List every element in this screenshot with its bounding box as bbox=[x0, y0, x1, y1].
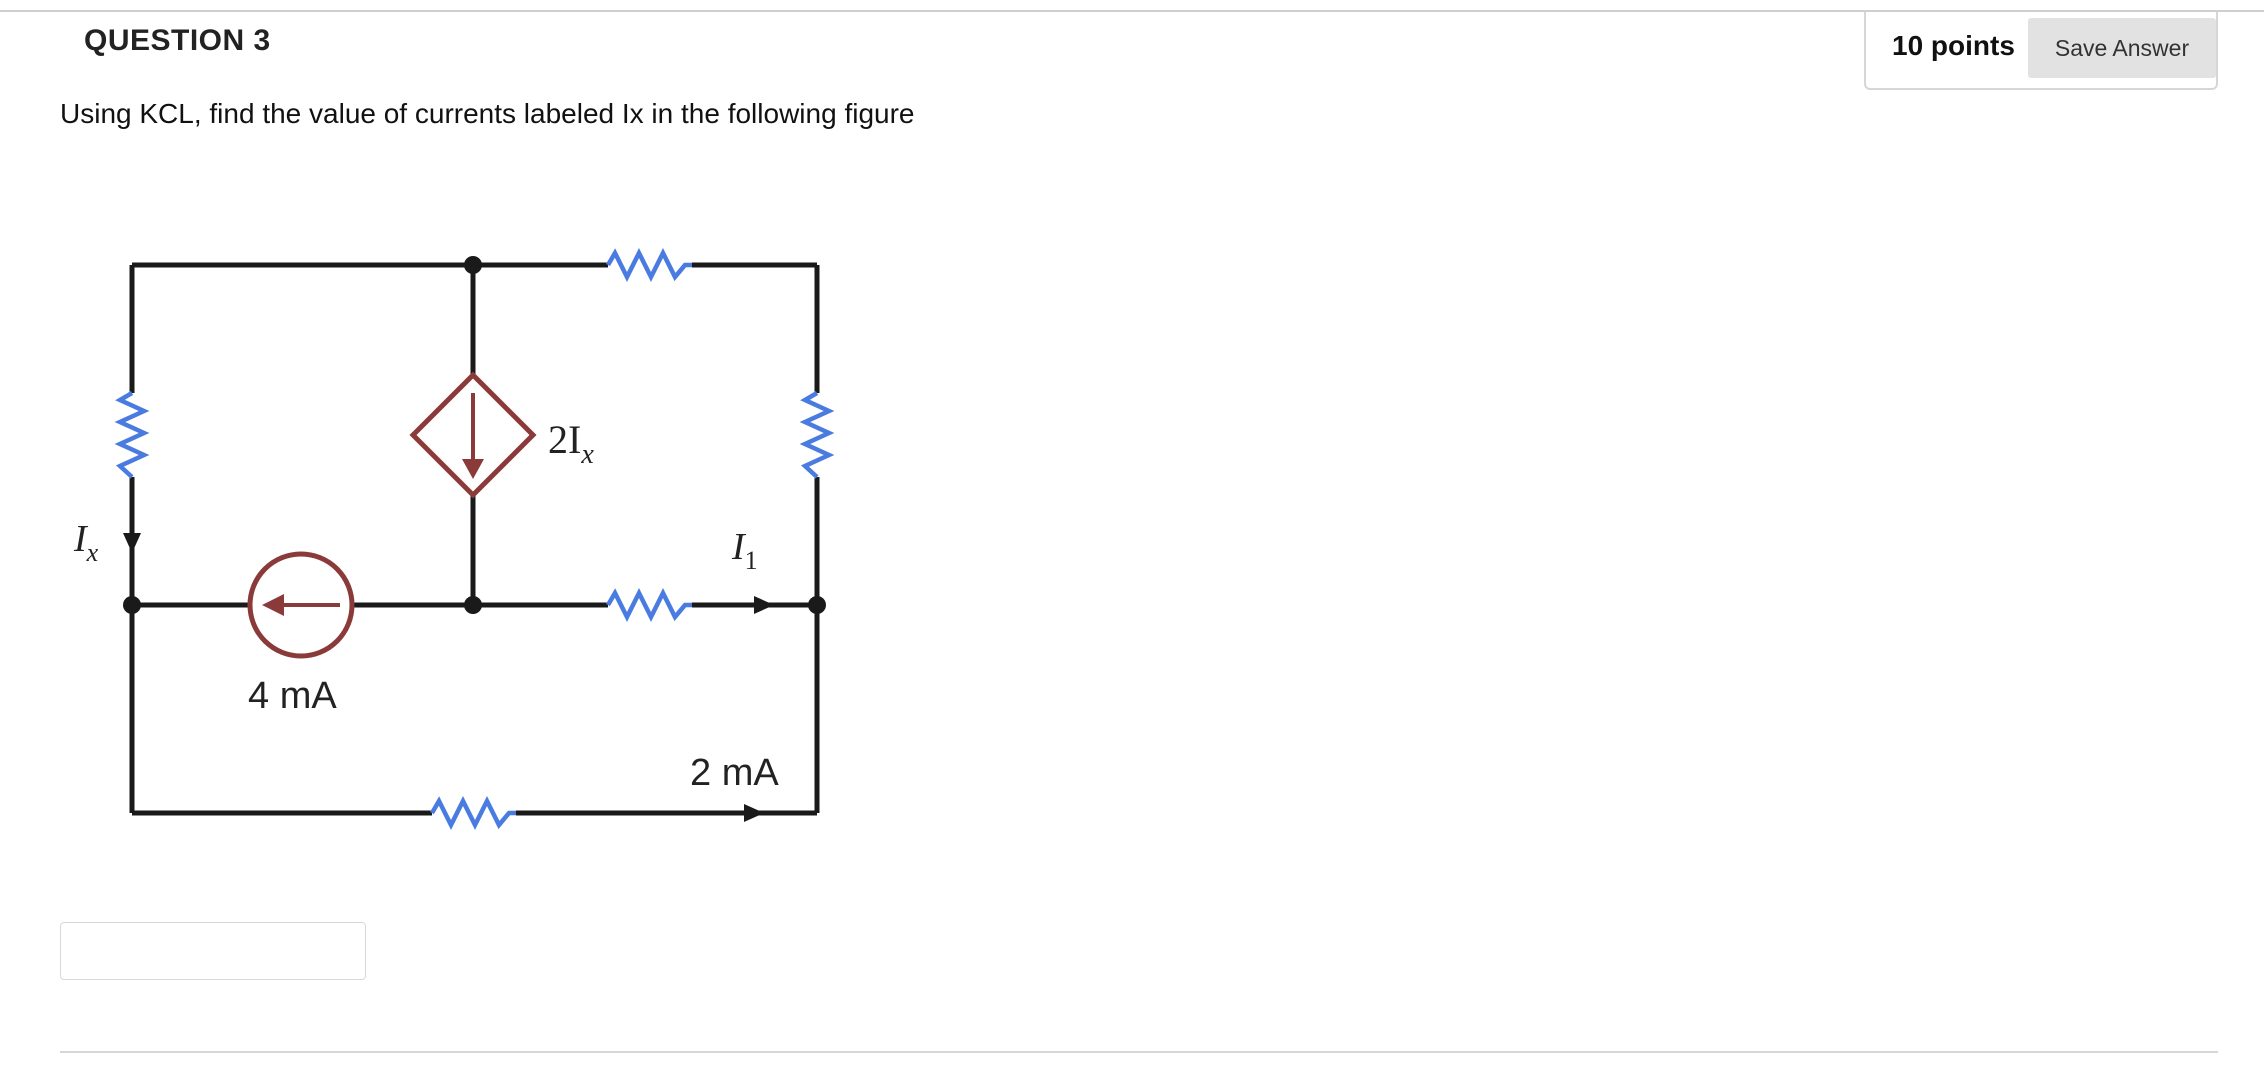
answer-input[interactable] bbox=[60, 922, 366, 980]
junction-nodes bbox=[123, 256, 826, 614]
circuit-diagram: 2Ix Ix I1 4 mA 2 mA bbox=[73, 247, 835, 831]
ix-label: Ix bbox=[73, 518, 99, 567]
resistor-left bbox=[114, 391, 150, 479]
source-2ma-label: 2 mA bbox=[690, 752, 779, 794]
resistor-bottom bbox=[430, 795, 516, 831]
dependent-source-label: 2Ix bbox=[548, 417, 594, 470]
question-title: QUESTION 3 bbox=[84, 24, 271, 57]
save-answer-button[interactable]: Save Answer bbox=[2028, 18, 2216, 78]
top-divider bbox=[0, 10, 2264, 12]
resistor-right bbox=[799, 391, 835, 479]
bottom-divider bbox=[60, 1051, 2218, 1053]
resistors bbox=[114, 247, 835, 831]
dependent-current-source bbox=[409, 371, 537, 499]
circuit-figure: 2Ix Ix I1 4 mA 2 mA bbox=[60, 225, 840, 845]
resistor-middle bbox=[606, 587, 692, 623]
resistor-top bbox=[606, 247, 692, 283]
independent-current-source-4ma bbox=[247, 551, 355, 659]
question-text: Using KCL, find the value of currents la… bbox=[60, 98, 915, 129]
points-panel: 10 points Save Answer bbox=[1864, 12, 2218, 90]
2ma-arrow bbox=[744, 804, 764, 822]
current-arrows bbox=[123, 533, 774, 822]
points-value: 10 points bbox=[1892, 30, 2015, 61]
i1-label: I1 bbox=[731, 526, 758, 575]
circuit-wires bbox=[129, 262, 820, 816]
source-4ma-label: 4 mA bbox=[248, 675, 337, 717]
ix-arrow bbox=[123, 533, 141, 553]
i1-arrow bbox=[754, 596, 774, 614]
